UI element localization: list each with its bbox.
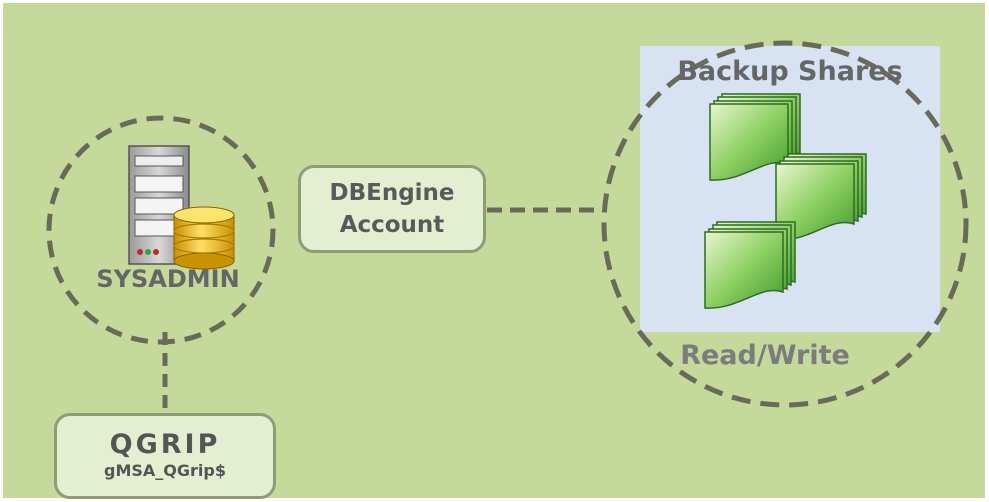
backup-shares-circle: [601, 40, 969, 408]
dbengine-line2: Account: [339, 212, 445, 238]
backup-shares-title: Backup Shares: [677, 56, 903, 87]
dbengine-account-box: DBEngine Account: [298, 165, 486, 253]
qgrip-account-box: QGRIP gMSA_QGrip$: [54, 413, 276, 499]
sysadmin-label: SYSADMIN: [96, 265, 240, 293]
qgrip-logo: QGRIP: [109, 429, 221, 460]
sysadmin-circle: [46, 115, 276, 345]
server-database-icon: [128, 145, 235, 270]
qgrip-account-name: gMSA_QGrip$: [104, 461, 226, 480]
read-write-label: Read/Write: [680, 340, 850, 371]
dbengine-line1: DBEngine: [329, 180, 455, 206]
